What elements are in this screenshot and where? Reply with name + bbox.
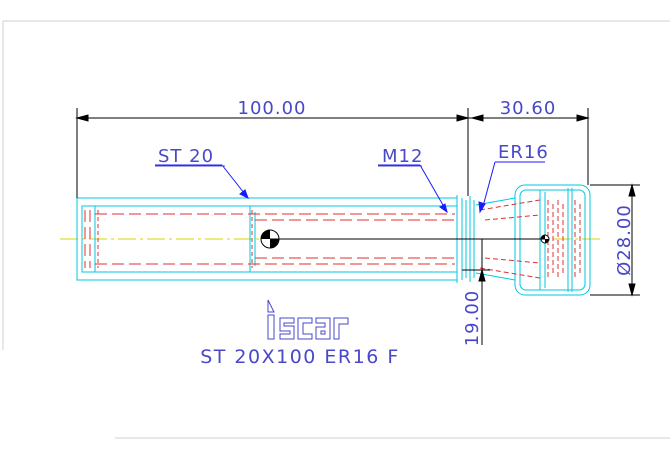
hidden-thread-lines xyxy=(97,210,253,268)
dimension-gauge-height: 19.00 xyxy=(462,290,483,347)
dimension-lines xyxy=(75,108,640,345)
label-thread: M12 xyxy=(382,146,423,167)
leader-lines xyxy=(155,161,545,214)
dimension-nut-diameter: Ø28.00 xyxy=(614,204,635,276)
tool-designation: ST 20X100 ER16 F xyxy=(200,346,400,368)
drawing-frame xyxy=(2,20,670,439)
dimension-nut-length: 30.60 xyxy=(500,98,557,119)
label-collet: ER16 xyxy=(498,142,549,163)
brand-logo xyxy=(267,299,349,340)
center-mark-right xyxy=(540,234,550,244)
hidden-bore-lines xyxy=(84,210,455,268)
label-shank: ST 20 xyxy=(158,146,214,167)
collet-nut xyxy=(475,184,591,296)
dimension-overall-length: 100.00 xyxy=(238,98,307,119)
brand-logo-text: iscar xyxy=(0,0,3,1)
